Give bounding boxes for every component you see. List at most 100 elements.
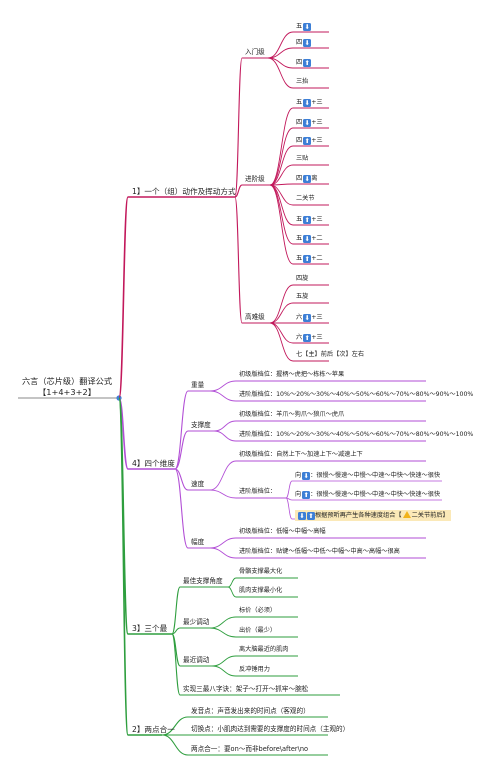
leaf-connector (227, 586, 237, 598)
sub-branch-label: 支撑度 (191, 421, 211, 429)
leaf-connector (209, 547, 237, 559)
sub-branch-label: 最佳支撑角度 (183, 577, 223, 585)
leaf-label: 进阶版档位：10%～20%～30%～40%～50%～60%～70%～80%～90… (239, 391, 474, 398)
leaf-label: 出价（最少） (239, 627, 277, 634)
node-text: 五 (296, 23, 303, 30)
node-text: 四 (296, 175, 303, 182)
node-suffix: +三 (311, 137, 323, 144)
sub-connector (234, 184, 243, 198)
leaf-label: 三贴 (296, 155, 309, 162)
leaf-connector (269, 127, 294, 186)
sub-branch-label: 幅度 (191, 538, 205, 546)
leaf-connector (269, 145, 294, 186)
leaf-label: 四⬇+三 (296, 119, 323, 127)
node-suffix: +三 (311, 99, 323, 106)
warning-icon (402, 511, 411, 518)
branch-label: 1】一个（组）动作及挥动方式 (132, 187, 236, 196)
leaf-label: 七【主】前后【次】左右 (296, 351, 365, 358)
leaf-connector (211, 655, 237, 667)
root-title-line2: 【1+4+3+2】 (38, 387, 96, 397)
down-arrow-icon: ⬇ (298, 512, 306, 520)
node-suffix: +二 (311, 255, 323, 262)
node-text: 四 (296, 39, 303, 46)
leaf-label: 五⬇+三 (296, 99, 323, 107)
leaf-label: 肌肉支撑最小化 (239, 587, 283, 594)
down-arrow-icon: ⬇ (303, 39, 312, 47)
leaf-connector (209, 380, 237, 392)
sub-branch-label: 进阶级 (245, 175, 265, 183)
up-arrow-icon: ⬆ (303, 334, 312, 342)
sub-connector (174, 430, 189, 470)
leaf-connector (269, 164, 294, 186)
sub-branch-label: 两点合一：要on～而非before\after\no (191, 745, 309, 753)
node-text: 向 (295, 472, 302, 479)
leaf-connector (269, 184, 294, 245)
sub-connector (174, 390, 189, 470)
up-arrow-icon: ⬆ (302, 491, 311, 499)
leaf-label: 五⬆+二 (296, 255, 323, 263)
down-arrow-icon: ⬇ (303, 99, 312, 107)
sub-connector (171, 586, 181, 635)
sub-branch-label: 最近调动 (183, 656, 210, 664)
leaf2-label: 向⬇：很慢～慢速～中慢～中速～中快～快速～很快 (295, 472, 440, 480)
sub-branch-label: 最少调动 (183, 618, 210, 626)
root-title-line1: 六言（芯片级）翻译公式 (21, 376, 113, 386)
node-suffix: +二 (311, 235, 323, 242)
leaf-label: 五⬇+二 (296, 235, 323, 243)
leaf-label: 初级版档位：低幅～中幅～高幅 (239, 528, 326, 535)
leaf-label: 四旋 (296, 275, 309, 282)
leaf-connector (267, 47, 294, 59)
leaf2-label: ⬇⬆根据预听再产生各种速度组合【 二关节前后】 (295, 510, 451, 521)
node-suffix: 二关节前后】 (411, 512, 449, 519)
node-text: 四 (296, 119, 303, 126)
node-text: 四 (296, 137, 303, 144)
node-text: 根据预听再产生各种速度组合【 (315, 512, 402, 519)
leaf-label: 初级版档位：握柄～虎把～栋栋～苹果 (239, 371, 345, 378)
leaf-label: 四⬆ (296, 59, 312, 67)
branch-label: 2】两点合一 (132, 725, 175, 734)
branch-connector (118, 196, 129, 399)
leaf2-label: 向⬆：很慢～慢速～中慢～中速～中快～快速～很快 (295, 491, 440, 499)
up-arrow-icon: ⬆ (307, 512, 315, 520)
down-arrow-icon: ⬇ (303, 235, 312, 243)
leaf-label: 五⬆+三 (296, 216, 323, 224)
sub-connector (171, 627, 181, 635)
leaf-connector (269, 302, 294, 324)
node-suffix: 离 (311, 175, 318, 182)
node-text: 向 (295, 491, 302, 498)
leaf-label: 标价（必须） (239, 607, 277, 614)
leaf-label: 四⬇ (296, 39, 312, 47)
up-arrow-icon: ⬆ (303, 59, 312, 67)
sub-branch-label: 速度 (191, 480, 205, 488)
leaf-connector (209, 537, 237, 549)
leaf-connector (269, 184, 294, 226)
sub-branch-label: 切换点：小肌肉达到需要的支撑度的时间点（主观的） (191, 725, 350, 733)
node-suffix: ：很慢～慢速～中慢～中速～中快～快速～很快 (310, 491, 441, 498)
leaf-label: 六⬇+三 (296, 314, 323, 322)
branch-label: 3】三个最 (132, 624, 168, 633)
node-text: 五 (296, 235, 303, 242)
sub-branch-label: 高难级 (245, 313, 265, 321)
branch-label: 4】四个维度 (132, 459, 175, 468)
leaf-connector (267, 31, 294, 59)
node-text: 六 (296, 334, 303, 341)
leaf-connector (269, 107, 294, 186)
sub-branch-label: 入门级 (245, 48, 265, 56)
leaf-label: 进阶版档位：10%～20%～30%～40%～50%～60%～70%～80%～90… (239, 431, 474, 438)
node-suffix: +三 (311, 334, 323, 341)
leaf2-connector (285, 480, 293, 499)
sub-branch-label: 重量 (191, 381, 205, 389)
leaf-label: 骨骼支撑最大化 (239, 568, 283, 575)
leaf-label: 六⬆+三 (296, 334, 323, 342)
leaf-connector (211, 665, 237, 677)
node-suffix: ：很慢～慢速～中慢～中速～中快～快速～很快 (310, 472, 441, 479)
sub-connector (234, 57, 243, 198)
node-text: 四 (296, 59, 303, 66)
up-arrow-icon: ⬆ (303, 255, 312, 263)
leaf2-connector (285, 497, 293, 520)
leaf-connector (209, 489, 237, 499)
leaf-connector (269, 322, 294, 362)
sub-connector (161, 734, 189, 756)
node-text: 六 (296, 314, 303, 321)
